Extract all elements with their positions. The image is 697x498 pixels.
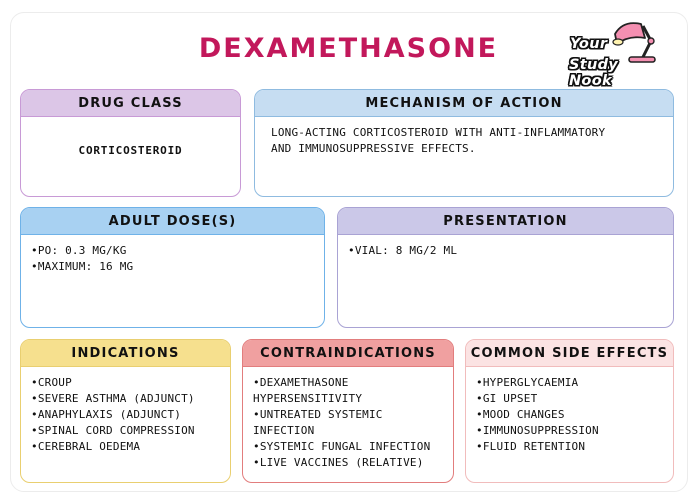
- drug-class-value: CORTICOSTEROID: [78, 144, 183, 157]
- list-item: HYPERSENSITIVITY: [253, 392, 363, 405]
- list-item: •CEREBRAL OEDEMA: [31, 440, 141, 453]
- mechanism-line: AND IMMUNOSUPPRESSIVE EFFECTS.: [271, 142, 476, 155]
- list-item: •HYPERGLYCAEMIA: [476, 376, 579, 389]
- drug-class-card: DRUG CLASS CORTICOSTEROID: [20, 89, 241, 197]
- side-effects-body: •HYPERGLYCAEMIA •GI UPSET •MOOD CHANGES …: [466, 367, 673, 463]
- mechanism-header: MECHANISM OF ACTION: [255, 90, 673, 117]
- contraindications-card: CONTRAINDICATIONS •DEXAMETHASONE HYPERSE…: [242, 339, 454, 483]
- list-item: •MOOD CHANGES: [476, 408, 565, 421]
- drug-class-header: DRUG CLASS: [21, 90, 240, 117]
- list-item: •UNTREATED SYSTEMIC: [253, 408, 383, 421]
- page-title: DEXAMETHASONE: [198, 33, 499, 64]
- presentation-header: PRESENTATION: [338, 208, 673, 235]
- list-item: •FLUID RETENTION: [476, 440, 586, 453]
- contraindications-body: •DEXAMETHASONE HYPERSENSITIVITY •UNTREAT…: [243, 367, 453, 479]
- list-item: •SYSTEMIC FUNGAL INFECTION: [253, 440, 431, 453]
- list-item: •CROUP: [31, 376, 72, 389]
- presentation-card: PRESENTATION •VIAL: 8 MG/2 ML: [337, 207, 674, 328]
- list-item: •PO: 0.3 MG/KG: [31, 244, 127, 257]
- list-item: •GI UPSET: [476, 392, 538, 405]
- contraindications-header: CONTRAINDICATIONS: [243, 340, 453, 367]
- indications-body: •CROUP •SEVERE ASTHMA (ADJUNCT) •ANAPHYL…: [21, 367, 230, 463]
- list-item: •IMMUNOSUPPRESSION: [476, 424, 599, 437]
- list-item: •SPINAL CORD COMPRESSION: [31, 424, 195, 437]
- mechanism-card: MECHANISM OF ACTION LONG-ACTING CORTICOS…: [254, 89, 674, 197]
- indications-header: INDICATIONS: [21, 340, 230, 367]
- list-item: •DEXAMETHASONE: [253, 376, 349, 389]
- list-item: •ANAPHYLAXIS (ADJUNCT): [31, 408, 182, 421]
- logo-text-line1: Your: [570, 36, 608, 52]
- logo-text-line2: Study Nook: [569, 57, 619, 89]
- mechanism-body: LONG-ACTING CORTICOSTEROID WITH ANTI-INF…: [255, 117, 673, 165]
- mechanism-line: LONG-ACTING CORTICOSTEROID WITH ANTI-INF…: [271, 126, 606, 139]
- drug-class-body: CORTICOSTEROID: [21, 117, 240, 167]
- side-effects-card: COMMON SIDE EFFECTS •HYPERGLYCAEMIA •GI …: [465, 339, 674, 483]
- adult-dose-card: ADULT DOSE(S) •PO: 0.3 MG/KG •MAXIMUM: 1…: [20, 207, 325, 328]
- desk-lamp-icon: [612, 22, 656, 63]
- presentation-body: •VIAL: 8 MG/2 ML: [338, 235, 673, 267]
- list-item: •MAXIMUM: 16 MG: [31, 260, 134, 273]
- indications-card: INDICATIONS •CROUP •SEVERE ASTHMA (ADJUN…: [20, 339, 231, 483]
- side-effects-header: COMMON SIDE EFFECTS: [466, 340, 673, 367]
- adult-dose-body: •PO: 0.3 MG/KG •MAXIMUM: 16 MG: [21, 235, 324, 283]
- adult-dose-header: ADULT DOSE(S): [21, 208, 324, 235]
- list-item: •VIAL: 8 MG/2 ML: [348, 244, 458, 257]
- list-item: •SEVERE ASTHMA (ADJUNCT): [31, 392, 195, 405]
- study-nook-logo: Your Study Nook: [562, 18, 666, 89]
- list-item: •LIVE VACCINES (RELATIVE): [253, 456, 424, 469]
- list-item: INFECTION: [253, 424, 315, 437]
